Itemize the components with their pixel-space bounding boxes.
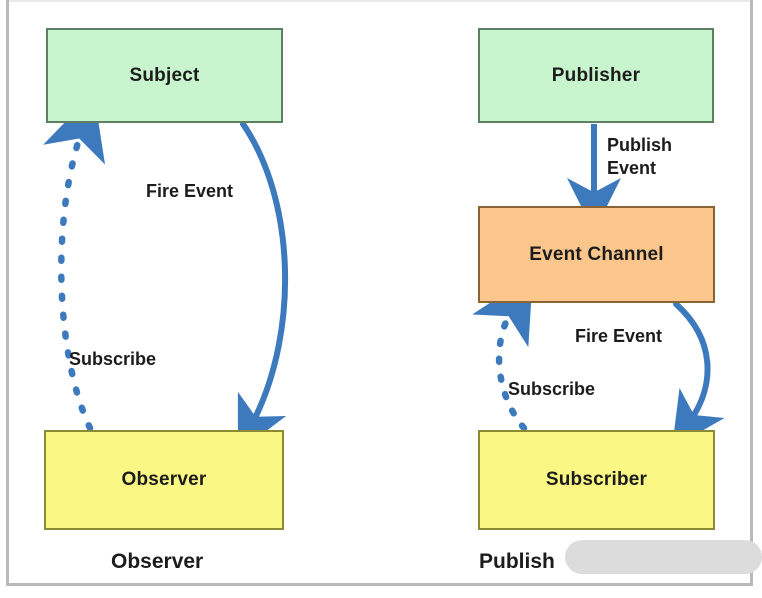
- frame-bottom-border: [6, 583, 753, 586]
- caption-left-pattern: Observer: [111, 550, 204, 573]
- edge-label-fire-event-left: Fire Event: [146, 181, 234, 201]
- node-publisher[interactable]: Publisher: [478, 28, 714, 123]
- node-publisher-label: Publisher: [551, 64, 641, 86]
- frame-left-border: [6, 0, 9, 586]
- node-subscriber[interactable]: Subscriber: [478, 430, 715, 530]
- caption-occluder-overlay: [565, 540, 762, 574]
- caption-right-pattern: Publish: [479, 550, 555, 573]
- edge-label-subscribe-right: Subscribe: [508, 379, 596, 399]
- node-observer[interactable]: Observer: [44, 430, 284, 530]
- node-subscriber-label: Subscriber: [545, 469, 648, 490]
- node-event-channel[interactable]: Event Channel: [478, 206, 715, 303]
- edge-label-fire-event-right: Fire Event: [575, 326, 663, 346]
- edge-label-subscribe-left: Subscribe: [69, 349, 157, 369]
- node-subject[interactable]: Subject: [46, 28, 283, 123]
- node-event-channel-label: Event Channel: [529, 243, 664, 265]
- node-subject-label: Subject: [129, 64, 200, 86]
- frame-right-border: [750, 0, 753, 586]
- node-observer-label: Observer: [121, 469, 207, 490]
- edge-label-publish-event: Publish Event: [607, 135, 673, 178]
- frame-top-border: [6, 0, 753, 2]
